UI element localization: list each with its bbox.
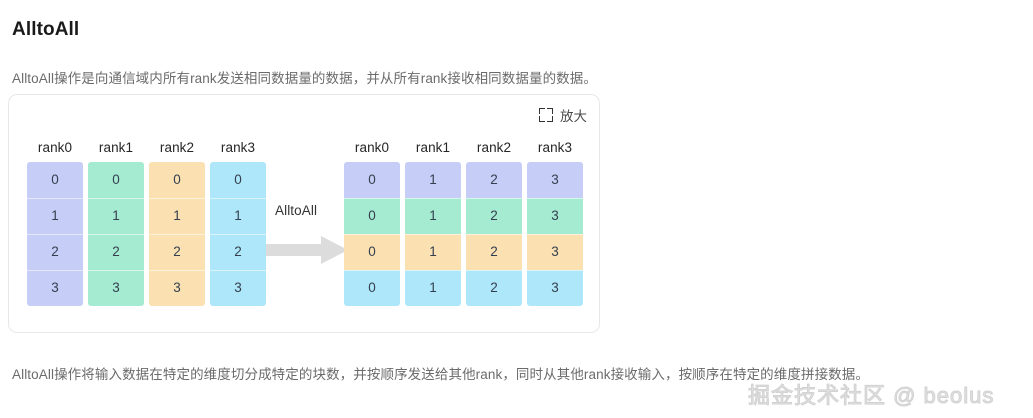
output-matrix-header-rank1: rank1 <box>415 139 451 155</box>
output-matrix-cell: 0 <box>344 162 400 198</box>
input-matrix-header-rank0: rank0 <box>37 139 73 155</box>
output-matrix-cell: 3 <box>527 234 583 270</box>
output-matrix-cell: 3 <box>527 270 583 306</box>
input-matrix-cell: 0 <box>51 172 59 187</box>
expand-button[interactable]: 放大 <box>539 105 587 125</box>
output-matrix-header-row: rank0 rank1 rank2 rank3 <box>344 136 588 158</box>
input-matrix-cell: 1 <box>149 198 205 234</box>
input-matrix-cell: 0 <box>173 172 181 187</box>
expand-button-label: 放大 <box>560 109 587 124</box>
outro-paragraph: AlltoAll操作将输入数据在特定的维度切分成特定的块数，并按顺序发送给其他r… <box>12 366 869 382</box>
input-matrix-cell: 2 <box>210 234 266 270</box>
output-matrix-cell: 2 <box>466 270 522 306</box>
input-matrix-cell: 3 <box>149 270 205 306</box>
output-matrix-cell: 2 <box>466 234 522 270</box>
input-matrix-cell: 3 <box>88 270 144 306</box>
output-matrix-cell: 1 <box>405 270 461 306</box>
output-matrix-cell: 1 <box>405 198 461 234</box>
output-matrix-cell: 1 <box>405 234 461 270</box>
output-matrix-cell: 0 <box>344 270 400 306</box>
input-matrix-header-rank1: rank1 <box>98 139 134 155</box>
input-matrix-cell: 2 <box>149 234 205 270</box>
right-arrow-icon <box>266 236 348 264</box>
input-matrix-cell: 0 <box>112 172 120 187</box>
input-matrix-cell: 3 <box>27 270 83 306</box>
input-matrix-cell: 1 <box>88 198 144 234</box>
input-matrix-cell: 0 <box>234 172 242 187</box>
intro-paragraph: AlltoAll操作是向通信域内所有rank发送相同数据量的数据，并从所有ran… <box>12 70 597 86</box>
output-matrix-cell: 3 <box>527 162 583 198</box>
input-matrix-cell: 3 <box>210 270 266 306</box>
page-title: AlltoAll <box>12 18 80 40</box>
output-matrix-cell: 3 <box>527 198 583 234</box>
output-matrix-cell: 0 <box>344 198 400 234</box>
input-matrix-cell: 2 <box>88 234 144 270</box>
input-matrix-header-rank2: rank2 <box>159 139 195 155</box>
input-matrix-header-rank3: rank3 <box>220 139 256 155</box>
output-matrix-cell: 1 <box>405 162 461 198</box>
output-matrix-header-rank3: rank3 <box>537 139 573 155</box>
output-matrix-cell: 2 <box>466 198 522 234</box>
expand-icon <box>539 108 553 122</box>
input-matrix-cell: 1 <box>210 198 266 234</box>
operation-label: AlltoAll <box>275 203 318 218</box>
output-matrix-header-rank2: rank2 <box>476 139 512 155</box>
input-matrix-header-row: rank0 rank1 rank2 rank3 <box>27 136 271 158</box>
input-matrix-cell: 1 <box>27 198 83 234</box>
output-matrix-cell: 2 <box>466 162 522 198</box>
output-matrix-cell: 0 <box>344 234 400 270</box>
output-matrix-header-rank0: rank0 <box>354 139 390 155</box>
input-matrix-cell: 2 <box>27 234 83 270</box>
